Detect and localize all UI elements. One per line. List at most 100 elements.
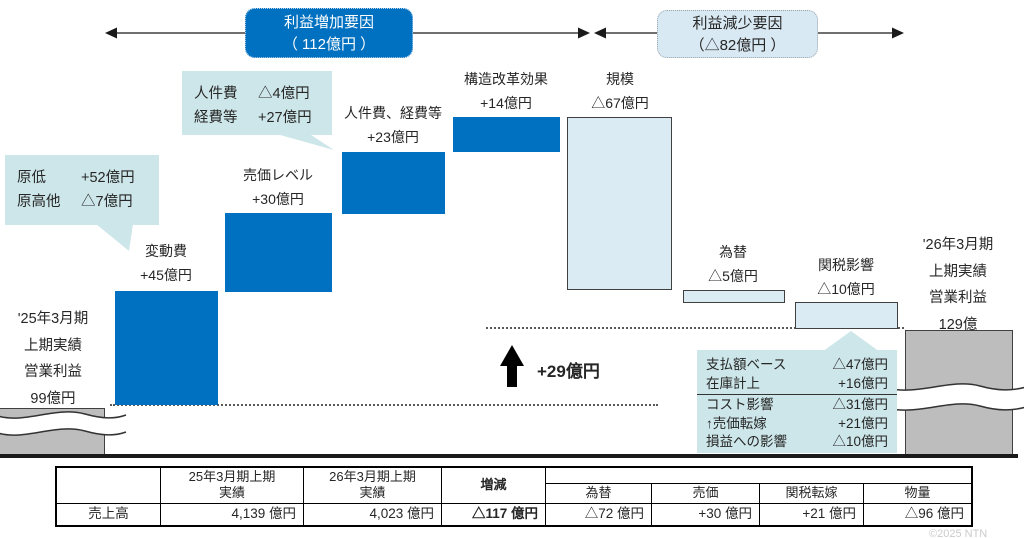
fy26-label-line: '26年3月期 (922, 237, 994, 253)
table-row-header-sales: 売上高 (55, 502, 161, 527)
variable-cost-label: 変動費 +45億円 (106, 239, 226, 287)
table-value-forex: △72 億円 (545, 502, 652, 527)
bar-forex (683, 290, 785, 303)
level-129-dotted-line (486, 327, 904, 329)
table-value-volume: △96 億円 (863, 502, 973, 527)
callout-row: 支払額ベース △47億円 (706, 356, 888, 375)
baseline-99-dotted-line (110, 404, 658, 406)
bar-name: 規模 (606, 71, 634, 87)
tariff-callout-tail (822, 331, 880, 352)
bar-delta: △5億円 (708, 268, 758, 284)
bar-personnel-expenses (342, 152, 445, 214)
decrease-factor-amount: （△82億円 ） (689, 37, 786, 54)
callout-value: +21億円 (838, 415, 888, 431)
bar-name: 関税影響 (818, 257, 874, 273)
fy26-label-line: 営業利益 (929, 290, 987, 306)
callout-value: △31億円 (832, 397, 888, 413)
net-change-up-arrow (500, 345, 524, 387)
callout-value: △7億円 (81, 194, 133, 210)
bar-variable-cost (115, 291, 218, 405)
callout-row: ↑売価転嫁 +21億円 (706, 415, 888, 434)
bar-tariff-impact (795, 302, 898, 329)
table-header-forex: 為替 (545, 482, 652, 504)
bar-delta: △10億円 (817, 281, 875, 297)
table-header-fy26: 26年3月期上期 実績 (303, 466, 442, 504)
bar-name: 売価レベル (243, 167, 313, 183)
callout-cost-reduction: 原低 +52億円 原高他 △7億円 (5, 155, 159, 225)
callout-row: 人件費 △4億円 (194, 82, 322, 106)
callout-row: 損益への影響 △10億円 (706, 433, 888, 452)
fy25-label-line: 営業利益 (24, 364, 82, 380)
callout-value: △47億円 (832, 357, 888, 372)
table-value-fy26-sales: 4,023 億円 (303, 502, 442, 527)
header-line: 25年3月期上期 (188, 469, 276, 484)
fy25-label-line: '25年3月期 (17, 311, 89, 327)
table-header-change: 増減 (441, 466, 546, 504)
callout-row: 原低 +52億円 (17, 166, 149, 190)
callout-term: ↑売価転嫁 (706, 415, 767, 431)
callout-term: 人件費 (194, 86, 238, 102)
increase-factor-title: 利益増加要因 (283, 14, 374, 31)
callout-tariff-breakdown: 支払額ベース △47億円 在庫計上 +16億円 コスト影響 △31億円 ↑売価転… (697, 350, 897, 453)
callout-row: 原高他 △7億円 (17, 190, 149, 214)
table-value-fy25-sales: 4,139 億円 (160, 502, 304, 527)
table-header-volume: 物量 (863, 482, 973, 504)
sales-table-grid: 25年3月期上期 実績 26年3月期上期 実績 増減 為替 売価 関税転嫁 物量… (55, 466, 973, 527)
callout-row: 在庫計上 +16億円 (706, 375, 888, 394)
fy25-label-line: 上期実績 (24, 337, 82, 354)
personnel-expenses-label: 人件費、経費等 +23億円 (323, 101, 463, 149)
callout-term: 原高他 (17, 194, 61, 210)
chart-baseline (0, 454, 1018, 458)
bar-scale (567, 117, 672, 290)
copyright-text: ©2025 NTN (929, 528, 988, 538)
callout-value: △10億円 (832, 434, 888, 450)
table-header-fy25: 25年3月期上期 実績 (160, 466, 304, 504)
fy26-label-line: 129億 (938, 316, 978, 333)
callout-value: +27億円 (258, 110, 312, 126)
header-line: 実績 (359, 485, 386, 501)
bar-delta: +23億円 (367, 129, 419, 145)
header-line: 実績 (218, 485, 245, 501)
fy25-label-line: 99億円 (30, 390, 76, 407)
increase-factor-box: 利益増加要因 （ 112億円 ） (245, 8, 413, 58)
sales-table: 25年3月期上期 実績 26年3月期上期 実績 増減 為替 売価 関税転嫁 物量… (55, 466, 973, 527)
decrease-factor-box: 利益減少要因 （△82億円 ） (657, 10, 818, 58)
fy26-result-label: '26年3月期 上期実績 営業利益 129億 (898, 232, 1018, 338)
callout-term: 在庫計上 (706, 375, 760, 391)
structural-reform-label: 構造改革効果 +14億円 (436, 67, 576, 115)
bar-fy26-result (905, 330, 1013, 456)
bar-name: 為替 (719, 244, 747, 260)
callout-value: △4億円 (258, 86, 310, 102)
bar-name: 人件費、経費等 (344, 105, 442, 121)
increase-factor-amount: （ 112億円 ） (282, 36, 376, 53)
bar-price-level (225, 213, 332, 292)
header-line: 26年3月期上期 (329, 469, 416, 484)
bar-structural-reform (453, 117, 560, 152)
table-value-price: +30 億円 (651, 502, 760, 527)
callout-divider (697, 394, 897, 396)
scale-label: 規模 △67億円 (560, 67, 680, 115)
price-level-label: 売価レベル +30億円 (218, 163, 338, 211)
callout-term: 経費等 (194, 110, 238, 126)
bar-name: 変動費 (145, 243, 187, 259)
bar-delta: △67億円 (591, 95, 649, 111)
callout-row: 経費等 +27億円 (194, 106, 322, 130)
table-value-change: △117 億円 (441, 502, 546, 527)
table-header-price: 売価 (651, 482, 760, 504)
bar-delta: +45億円 (140, 267, 192, 283)
callout-expense-breakdown: 人件費 △4億円 経費等 +27億円 (182, 71, 332, 135)
table-empty-strip (545, 466, 973, 484)
fy25-result-label: '25年3月期 上期実績 営業利益 99億円 (0, 306, 113, 412)
tariff-impact-label: 関税影響 △10億円 (786, 253, 906, 301)
callout-term: 支払額ベース (706, 357, 787, 372)
callout-value: +52億円 (81, 170, 135, 186)
callout-term: 損益への影響 (706, 434, 787, 450)
callout-term: コスト影響 (706, 397, 774, 413)
table-header-tariff-passthrough: 関税転嫁 (759, 482, 864, 504)
callout-term: 原低 (17, 170, 46, 186)
bar-delta: +14億円 (480, 95, 532, 111)
net-change-label: +29億円 (537, 362, 600, 381)
bar-name: 構造改革効果 (464, 71, 548, 87)
callout-row: コスト影響 △31億円 (706, 396, 888, 415)
